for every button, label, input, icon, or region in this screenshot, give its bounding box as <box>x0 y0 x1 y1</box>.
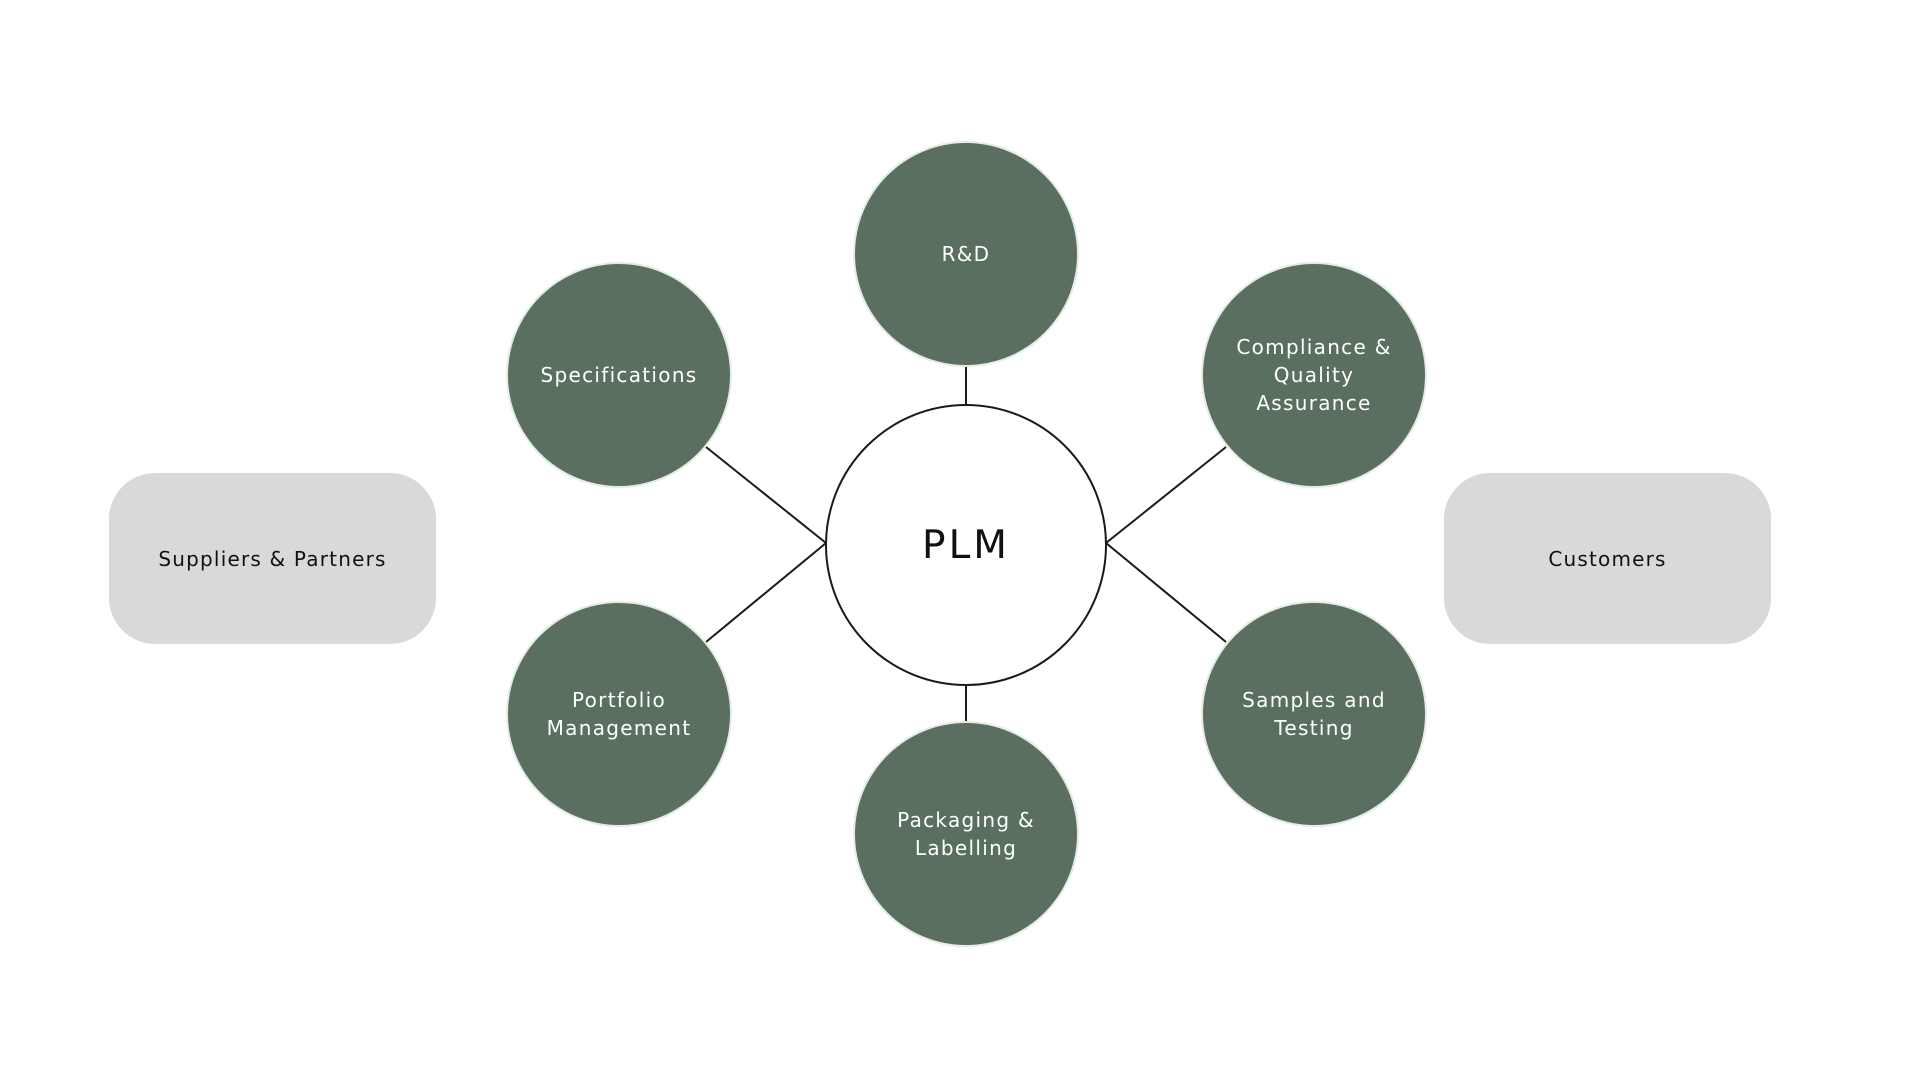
connector-hub-samples <box>1105 542 1227 643</box>
customers-label: Customers <box>1548 546 1667 571</box>
node-portfolio: Portfolio Management <box>508 603 730 825</box>
node-portfolio-label: Portfolio Management <box>546 688 692 740</box>
connector-hub-specifications <box>705 446 827 544</box>
connector-hub-portfolio <box>705 542 827 643</box>
node-compliance: Compliance & Quality Assurance <box>1203 264 1425 486</box>
node-samples: Samples and Testing <box>1203 603 1425 825</box>
node-packaging-label: Packaging & Labelling <box>897 808 1035 860</box>
node-rd-label: R&D <box>941 242 991 266</box>
customers-box: Customers <box>1444 473 1771 644</box>
node-rd: R&D <box>855 143 1077 365</box>
connector-hub-compliance <box>1105 446 1227 544</box>
node-compliance-label: Compliance & Quality Assurance <box>1236 335 1392 415</box>
plm-hub-label: PLM <box>922 522 1010 568</box>
suppliers-partners-label: Suppliers & Partners <box>158 546 387 571</box>
node-specifications: Specifications <box>508 264 730 486</box>
node-samples-label: Samples and Testing <box>1242 688 1386 740</box>
node-specifications-label: Specifications <box>540 363 698 387</box>
suppliers-partners-box: Suppliers & Partners <box>109 473 436 644</box>
plm-hub-circle <box>825 404 1107 686</box>
node-packaging: Packaging & Labelling <box>855 723 1077 945</box>
